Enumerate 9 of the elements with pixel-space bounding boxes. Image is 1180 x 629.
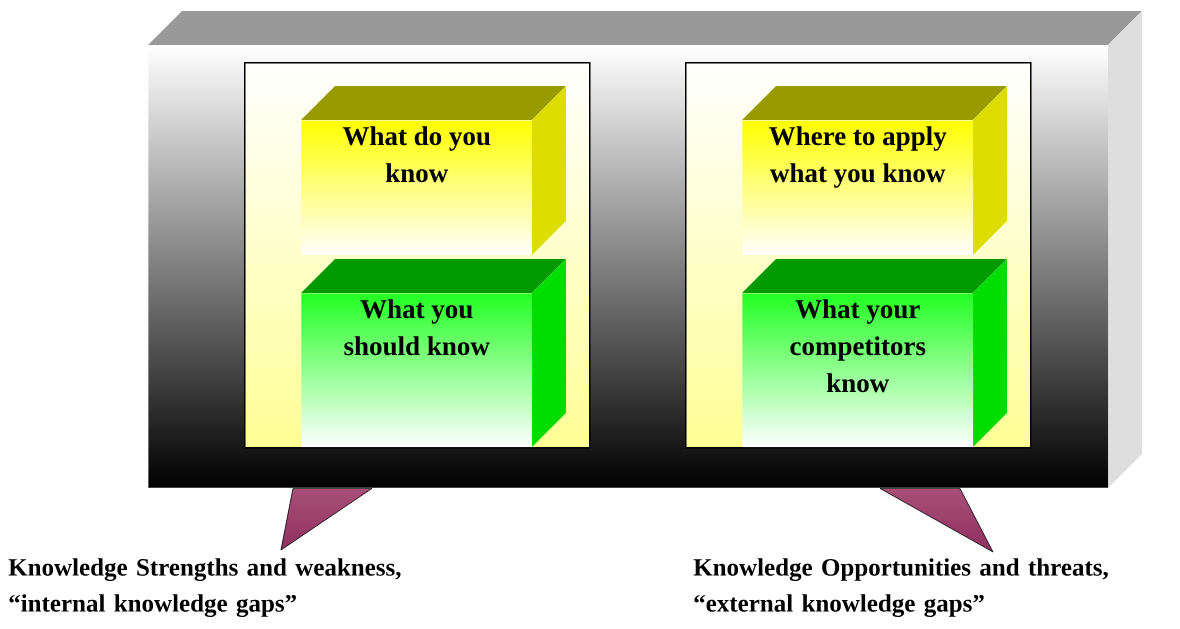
cube: What you should know xyxy=(301,259,566,448)
cube: What your competitors know xyxy=(742,259,1007,448)
cube: Where to apply what you know xyxy=(742,86,1007,255)
caption: Knowledge Strengths and weakness, “internal knowledge gaps” xyxy=(8,558,401,618)
cube: What do you know xyxy=(301,86,566,255)
callout-pointer xyxy=(280,488,373,551)
slab xyxy=(148,11,1142,488)
caption: Knowledge Opportunities and threats, “external knowledge gaps” xyxy=(693,558,1108,618)
callout-pointer xyxy=(879,488,994,553)
